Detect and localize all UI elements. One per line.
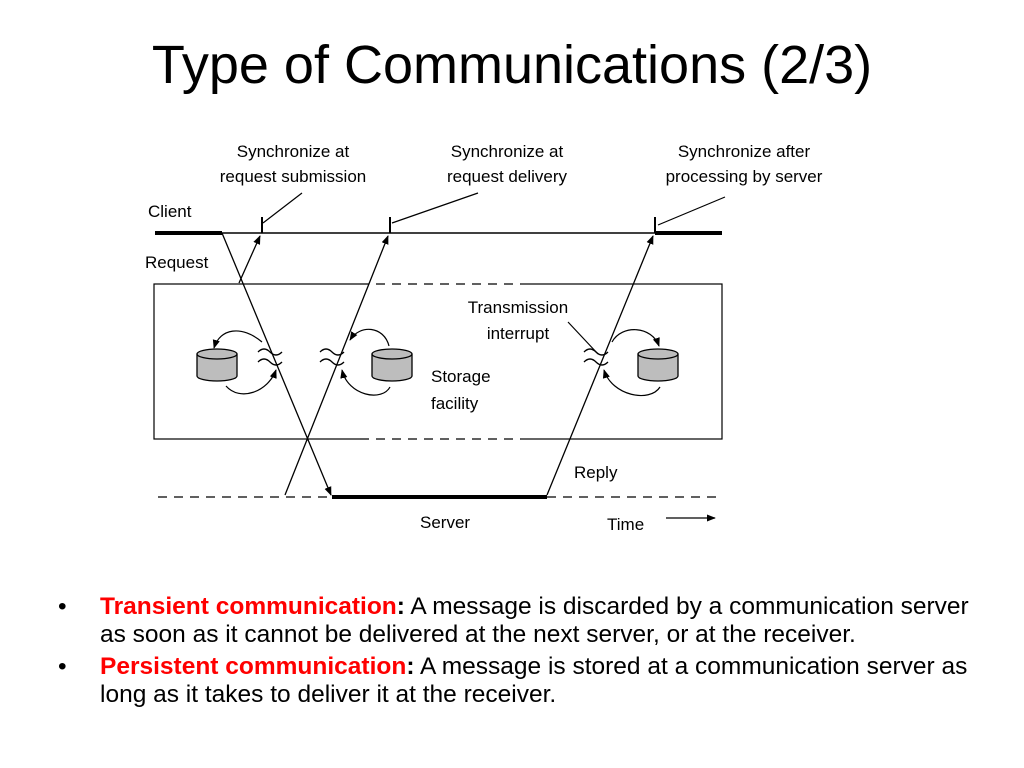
reply-label: Reply	[574, 463, 618, 482]
transmission-leader	[567, 321, 599, 355]
bullet-term: Transient communication	[100, 593, 397, 620]
bullet-text: A message is discarded by a communicatio…	[100, 593, 969, 648]
submission-ack-path	[238, 235, 261, 284]
bullet-marker: •	[58, 653, 67, 680]
middleware-box	[153, 283, 723, 440]
storage-link-icon	[212, 330, 263, 349]
storage-link-icon	[349, 328, 390, 347]
bullet-transient: • Transient communication: A message is …	[58, 593, 988, 649]
sync-delivery-leader	[391, 192, 479, 224]
sync-submission-label-2: request submission	[220, 167, 366, 186]
storage-disk-icon	[196, 348, 238, 382]
bullet-colon: :	[396, 593, 405, 620]
bullet-term: Persistent communication	[100, 653, 407, 680]
sync-processing-leader	[657, 196, 726, 226]
bullet-marker: •	[58, 593, 67, 620]
storage-label-1: Storage	[431, 367, 491, 386]
bullet-persistent: • Persistent communication: A message is…	[58, 653, 988, 709]
storage-disk-icon	[371, 348, 413, 382]
storage-link-icon	[602, 369, 661, 397]
sync-submission-leader	[262, 192, 303, 224]
storage-label-2: facility	[431, 394, 479, 413]
storage-link-icon	[225, 369, 277, 395]
sync-delivery-label-1: Synchronize at	[451, 142, 564, 161]
transmission-interrupt-icon	[257, 348, 283, 366]
request-path	[221, 232, 332, 496]
client-label: Client	[148, 202, 192, 221]
transmission-label-2: interrupt	[487, 324, 550, 343]
bullet-colon: :	[406, 653, 415, 680]
transmission-label-1: Transmission	[468, 298, 568, 317]
sync-submission-label-1: Synchronize at	[237, 142, 350, 161]
request-label: Request	[145, 253, 209, 272]
storage-link-icon	[340, 369, 391, 396]
bullet-text: A message is stored at a communication s…	[100, 653, 968, 708]
server-label: Server	[420, 513, 470, 532]
storage-disk-icon	[637, 348, 679, 382]
time-label: Time	[607, 515, 644, 534]
communication-diagram: Synchronize at request submission Synchr…	[145, 142, 823, 534]
transmission-interrupt-icon	[319, 348, 345, 366]
reply-path	[546, 235, 654, 496]
sync-processing-label-2: processing by server	[666, 167, 823, 186]
storage-link-icon	[611, 329, 660, 347]
sync-processing-label-1: Synchronize after	[678, 142, 811, 161]
bullet-list: • Transient communication: A message is …	[58, 593, 988, 713]
sync-delivery-label-2: request delivery	[447, 167, 568, 186]
slide-title: Type of Communications (2/3)	[151, 35, 873, 95]
